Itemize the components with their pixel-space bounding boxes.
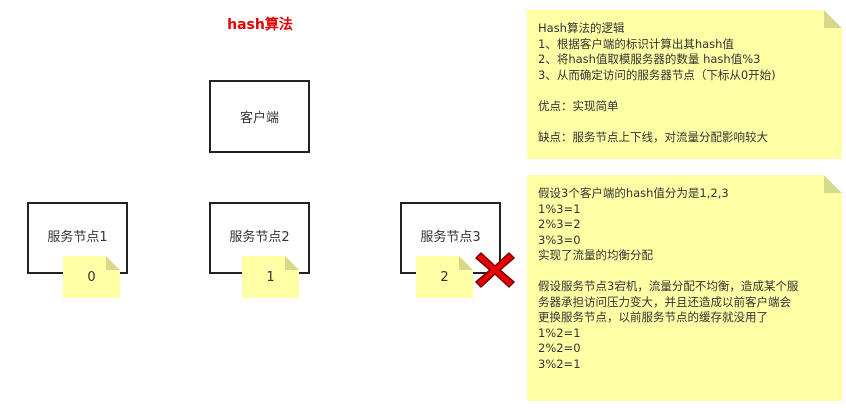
hash-example-text: 假设3个客户端的hash值分为是1,2,3 1%3=1 2%3=2 3%3=0 …	[538, 186, 799, 371]
hash-value-3: 2	[440, 269, 449, 285]
note-fold	[824, 175, 842, 193]
hash-note-2: 1	[242, 256, 299, 298]
hash-value-2: 1	[266, 269, 275, 285]
server-node-1-label: 服务节点1	[47, 229, 108, 245]
hash-value-1: 0	[87, 269, 96, 285]
hash-note-3: 2	[416, 256, 473, 298]
server-node-3-label: 服务节点3	[420, 229, 481, 245]
client-box: 客户端	[209, 80, 310, 153]
hash-note-1: 0	[63, 256, 120, 298]
hash-logic-text: Hash算法的逻辑 1、根据客户端的标识计算出其hash值 2、将hash值取模…	[538, 21, 776, 144]
server-node-2-label: 服务节点2	[229, 229, 290, 245]
diagram-title: hash算法	[227, 17, 293, 33]
hash-example-note: 假设3个客户端的hash值分为是1,2,3 1%3=1 2%3=2 3%3=0 …	[527, 175, 842, 401]
client-label: 客户端	[239, 111, 279, 126]
hash-logic-note: Hash算法的逻辑 1、根据客户端的标识计算出其hash值 2、将hash值取模…	[527, 10, 842, 159]
offline-cross-icon	[475, 252, 515, 288]
note-fold	[824, 10, 842, 28]
